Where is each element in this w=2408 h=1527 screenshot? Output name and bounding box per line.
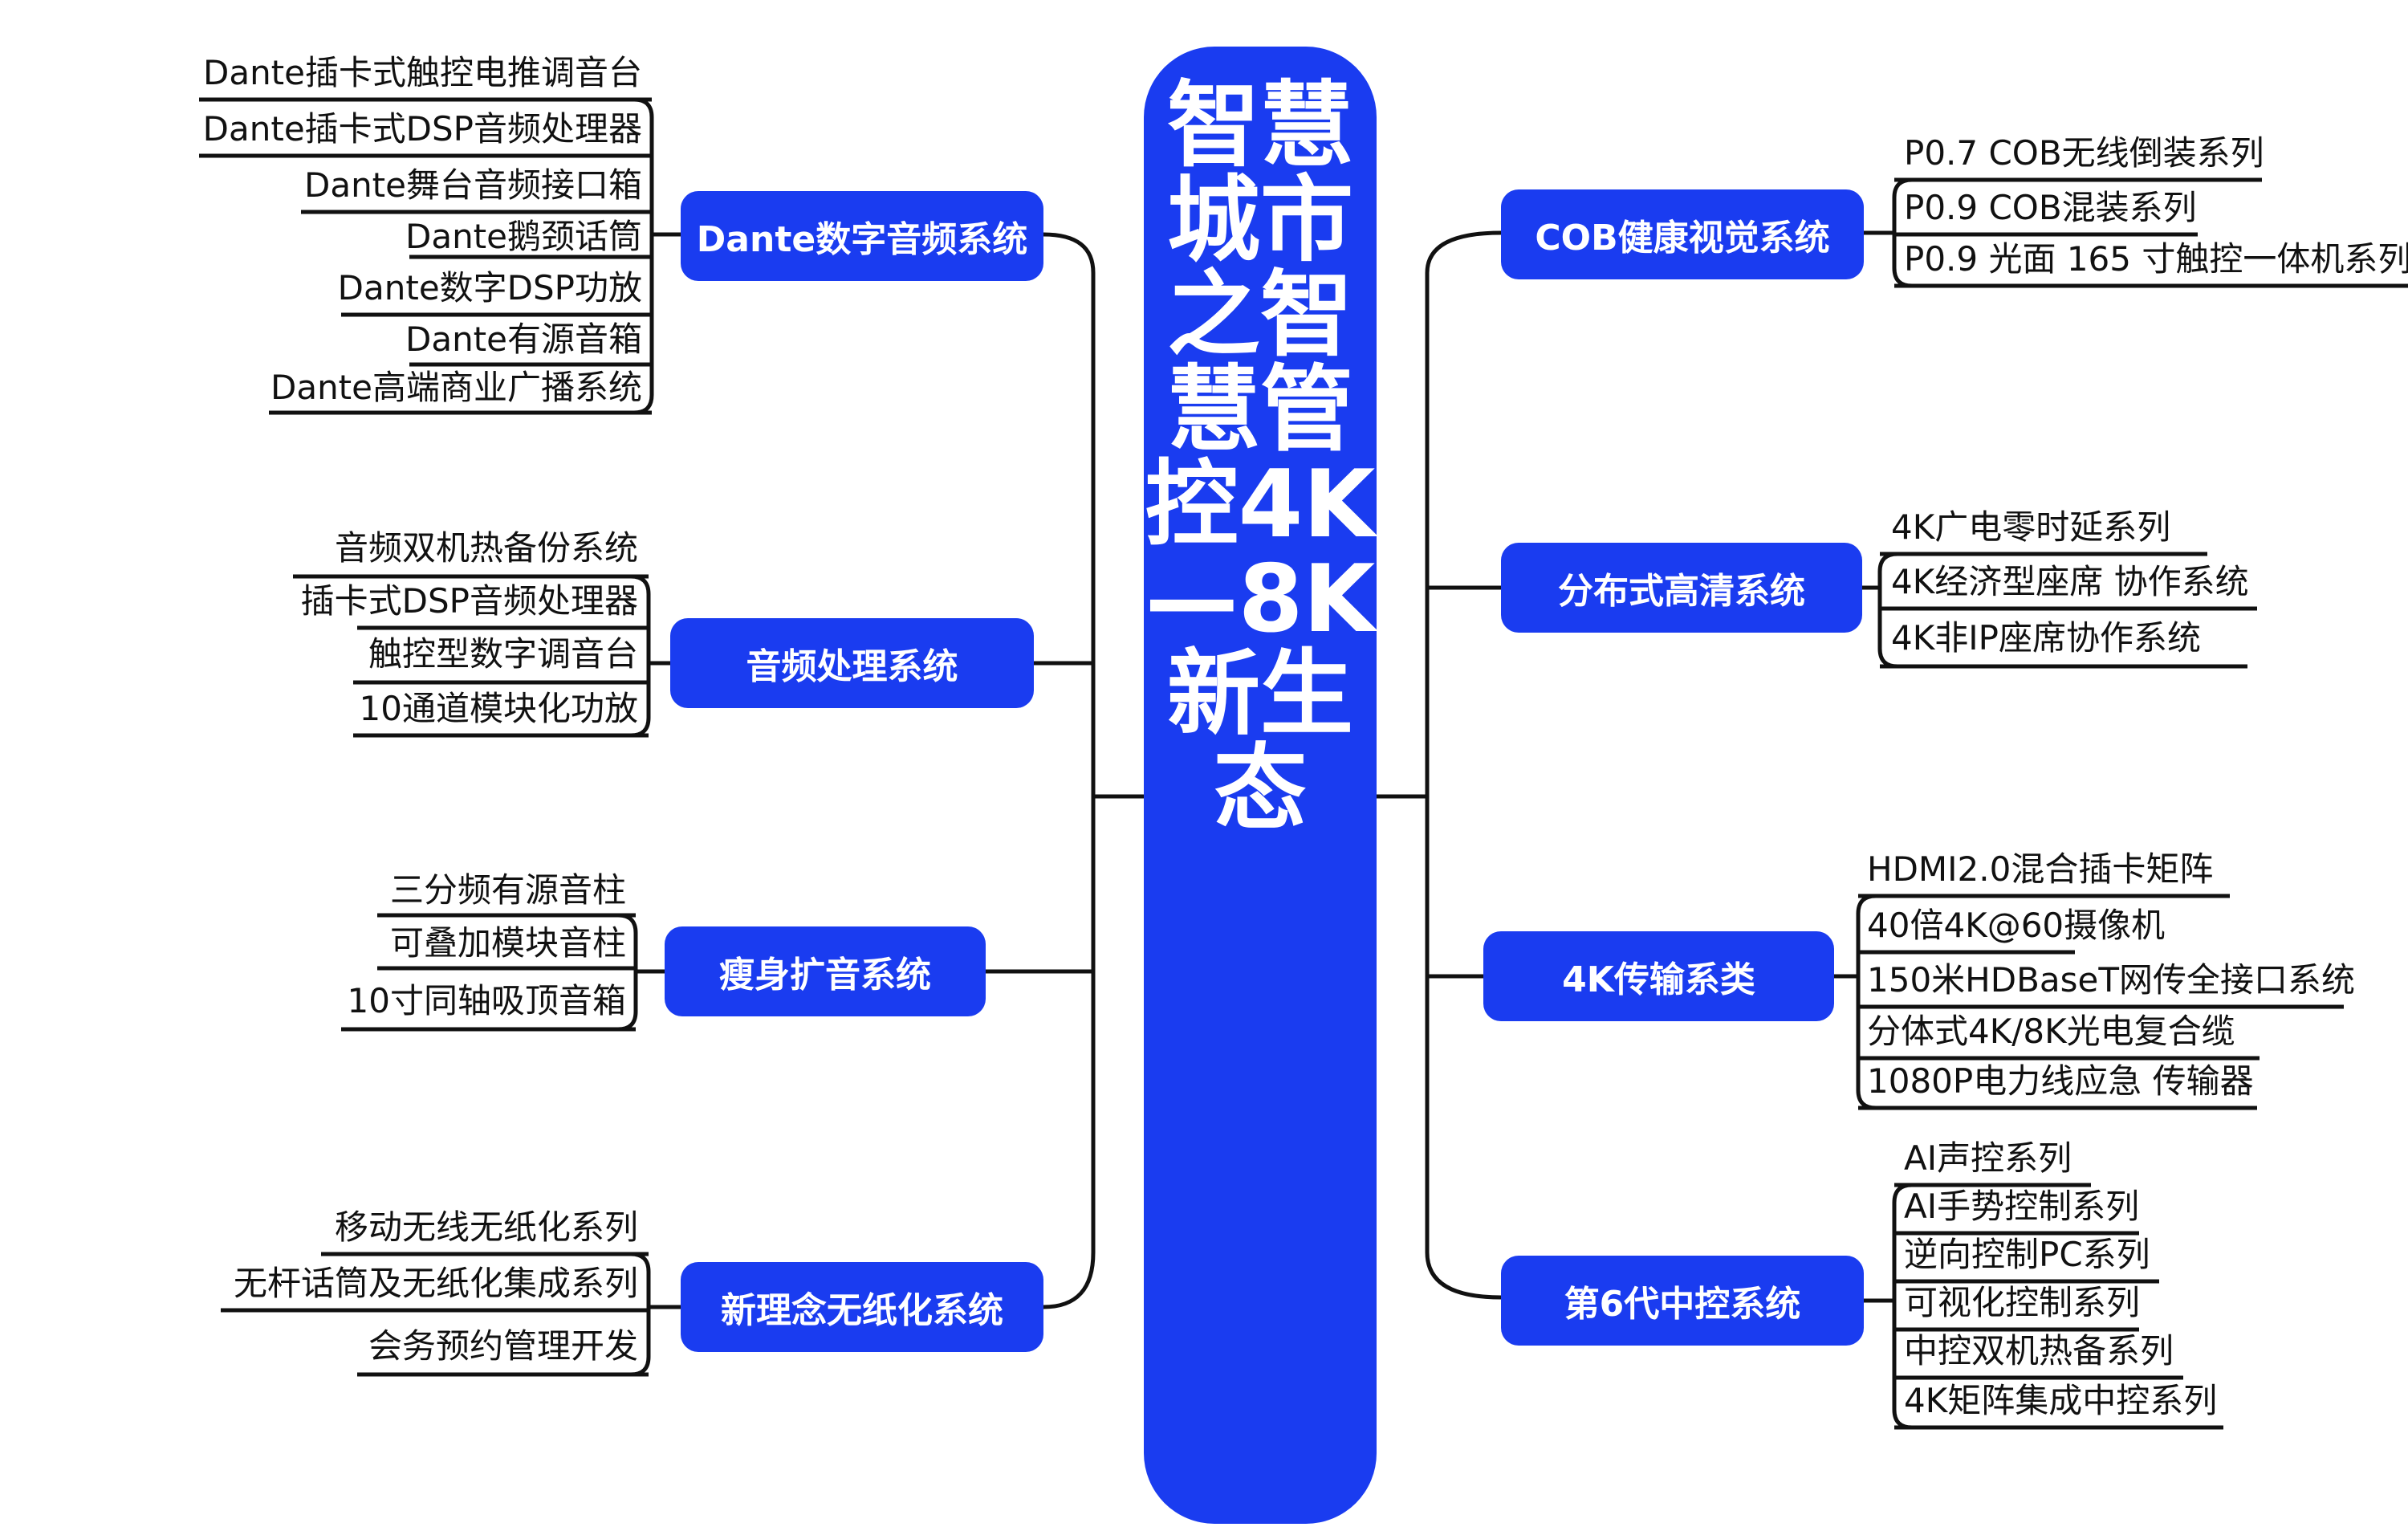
branch-cob-vision: COB健康视觉系统	[1501, 189, 1864, 279]
leaf-cob-2: P0.9 COB混装系列	[1904, 188, 2197, 227]
leaf-dante-4: Dante鹅颈话筒	[405, 217, 642, 256]
leaf-hd-3: 4K非IP座席协作系统	[1891, 618, 2201, 658]
leaf-cob-3: P0.9 光面 165 寸触控一体机系列	[1904, 239, 2408, 279]
leaf-slim-2: 可叠加模块音柱	[389, 923, 626, 963]
leaf-dante-1: Dante插卡式触控电推调音台	[202, 53, 642, 92]
branch-paperless: 新理念无纸化系统	[681, 1262, 1043, 1352]
leaf-audio-1: 音频双机热备份系统	[334, 528, 638, 568]
leaf-cob-1: P0.7 COB无线倒装系列	[1904, 133, 2264, 173]
leaf-trans-3: 150米HDBaseT网传全接口系统	[1867, 960, 2356, 1000]
leaf-trans-4: 分体式4K/8K光电复合缆	[1867, 1012, 2235, 1051]
branch-distributed-hd: 分布式高清系统	[1501, 543, 1862, 633]
leaf-dante-7: Dante高端商业广播系统	[270, 368, 642, 407]
branch-dante: Dante数字音频系统	[681, 191, 1043, 281]
central-topic-title: 智慧城市之智慧管控4K—8K新生态	[1145, 71, 1376, 843]
leaf-control-3: 逆向控制PC系列	[1904, 1235, 2150, 1274]
leaf-control-6: 4K矩阵集成中控系列	[1904, 1381, 2218, 1420]
leaf-trans-5: 1080P电力线应急 传输器	[1867, 1061, 2254, 1101]
leaf-trans-2: 40倍4K@60摄像机	[1867, 906, 2166, 945]
leaf-control-1: AI声控系列	[1904, 1138, 2072, 1178]
leaf-paperless-1: 移动无线无纸化系列	[334, 1207, 638, 1247]
leaf-audio-4: 10通道模块化功放	[359, 689, 638, 728]
branch-4k-transmission: 4K传输系类	[1483, 931, 1834, 1021]
leaf-dante-2: Dante插卡式DSP音频处理器	[202, 109, 642, 149]
leaf-audio-3: 触控型数字调音台	[368, 634, 638, 674]
leaf-hd-2: 4K经济型座席 协作系统	[1891, 562, 2249, 601]
leaf-audio-2: 插卡式DSP音频处理器	[300, 581, 638, 621]
leaf-paperless-2: 无杆话筒及无纸化集成系列	[233, 1264, 638, 1303]
leaf-paperless-3: 会务预约管理开发	[368, 1326, 638, 1366]
branch-slim-amplification: 瘦身扩音系统	[665, 926, 986, 1016]
leaf-dante-5: Dante数字DSP功放	[337, 268, 642, 307]
leaf-slim-1: 三分频有源音柱	[389, 870, 626, 910]
central-topic: 智慧城市之智慧管控4K—8K新生态	[1144, 47, 1377, 1524]
leaf-dante-6: Dante有源音箱	[405, 320, 642, 359]
leaf-control-2: AI手势控制系列	[1904, 1187, 2140, 1226]
leaf-hd-1: 4K广电零时延系列	[1891, 507, 2171, 547]
leaf-control-4: 可视化控制系列	[1904, 1283, 2141, 1322]
leaf-trans-1: HDMI2.0混合插卡矩阵	[1867, 849, 2214, 889]
leaf-dante-3: Dante舞台音频接口箱	[303, 165, 642, 205]
branch-central-control: 第6代中控系统	[1501, 1256, 1864, 1346]
leaf-slim-3: 10寸同轴吸顶音箱	[347, 981, 626, 1020]
leaf-control-5: 中控双机热备系列	[1904, 1331, 2174, 1370]
branch-audio-processing: 音频处理系统	[670, 618, 1034, 708]
